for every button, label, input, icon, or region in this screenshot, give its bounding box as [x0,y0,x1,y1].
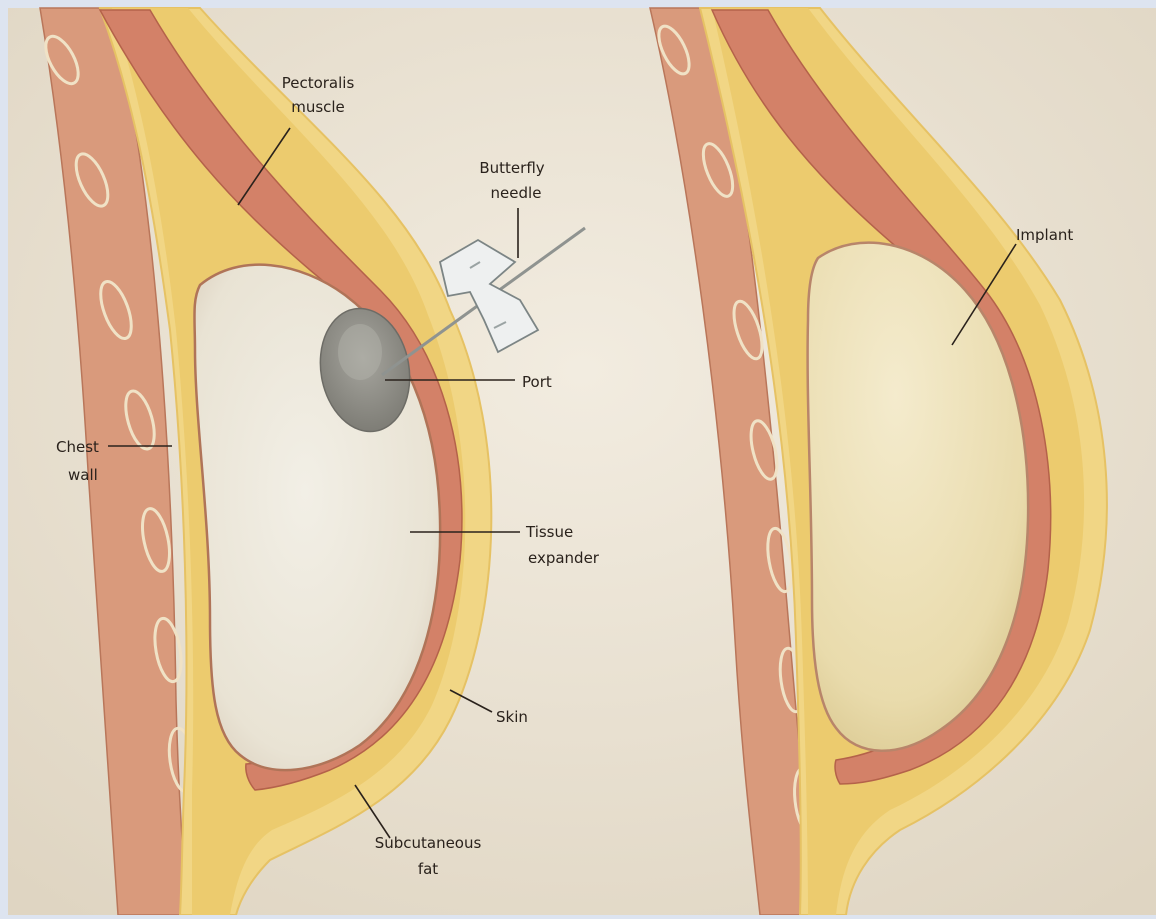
label-tissue-expander-2: expander [528,549,600,567]
label-subcutaneous-fat-1: Subcutaneous [375,834,482,852]
label-implant: Implant [1016,226,1073,244]
label-butterfly-needle-2: needle [491,184,542,202]
label-port: Port [522,373,552,391]
label-subcutaneous-fat-2: fat [418,860,438,878]
label-chest-wall-2: wall [68,466,98,484]
label-tissue-expander-1: Tissue [525,523,573,541]
label-butterfly-needle-1: Butterfly [479,159,544,177]
label-skin: Skin [496,708,528,726]
label-pectoralis-muscle-1: Pectoralis [282,74,355,92]
label-chest-wall-1: Chest [56,438,99,456]
label-pectoralis-muscle-2: muscle [291,98,345,116]
